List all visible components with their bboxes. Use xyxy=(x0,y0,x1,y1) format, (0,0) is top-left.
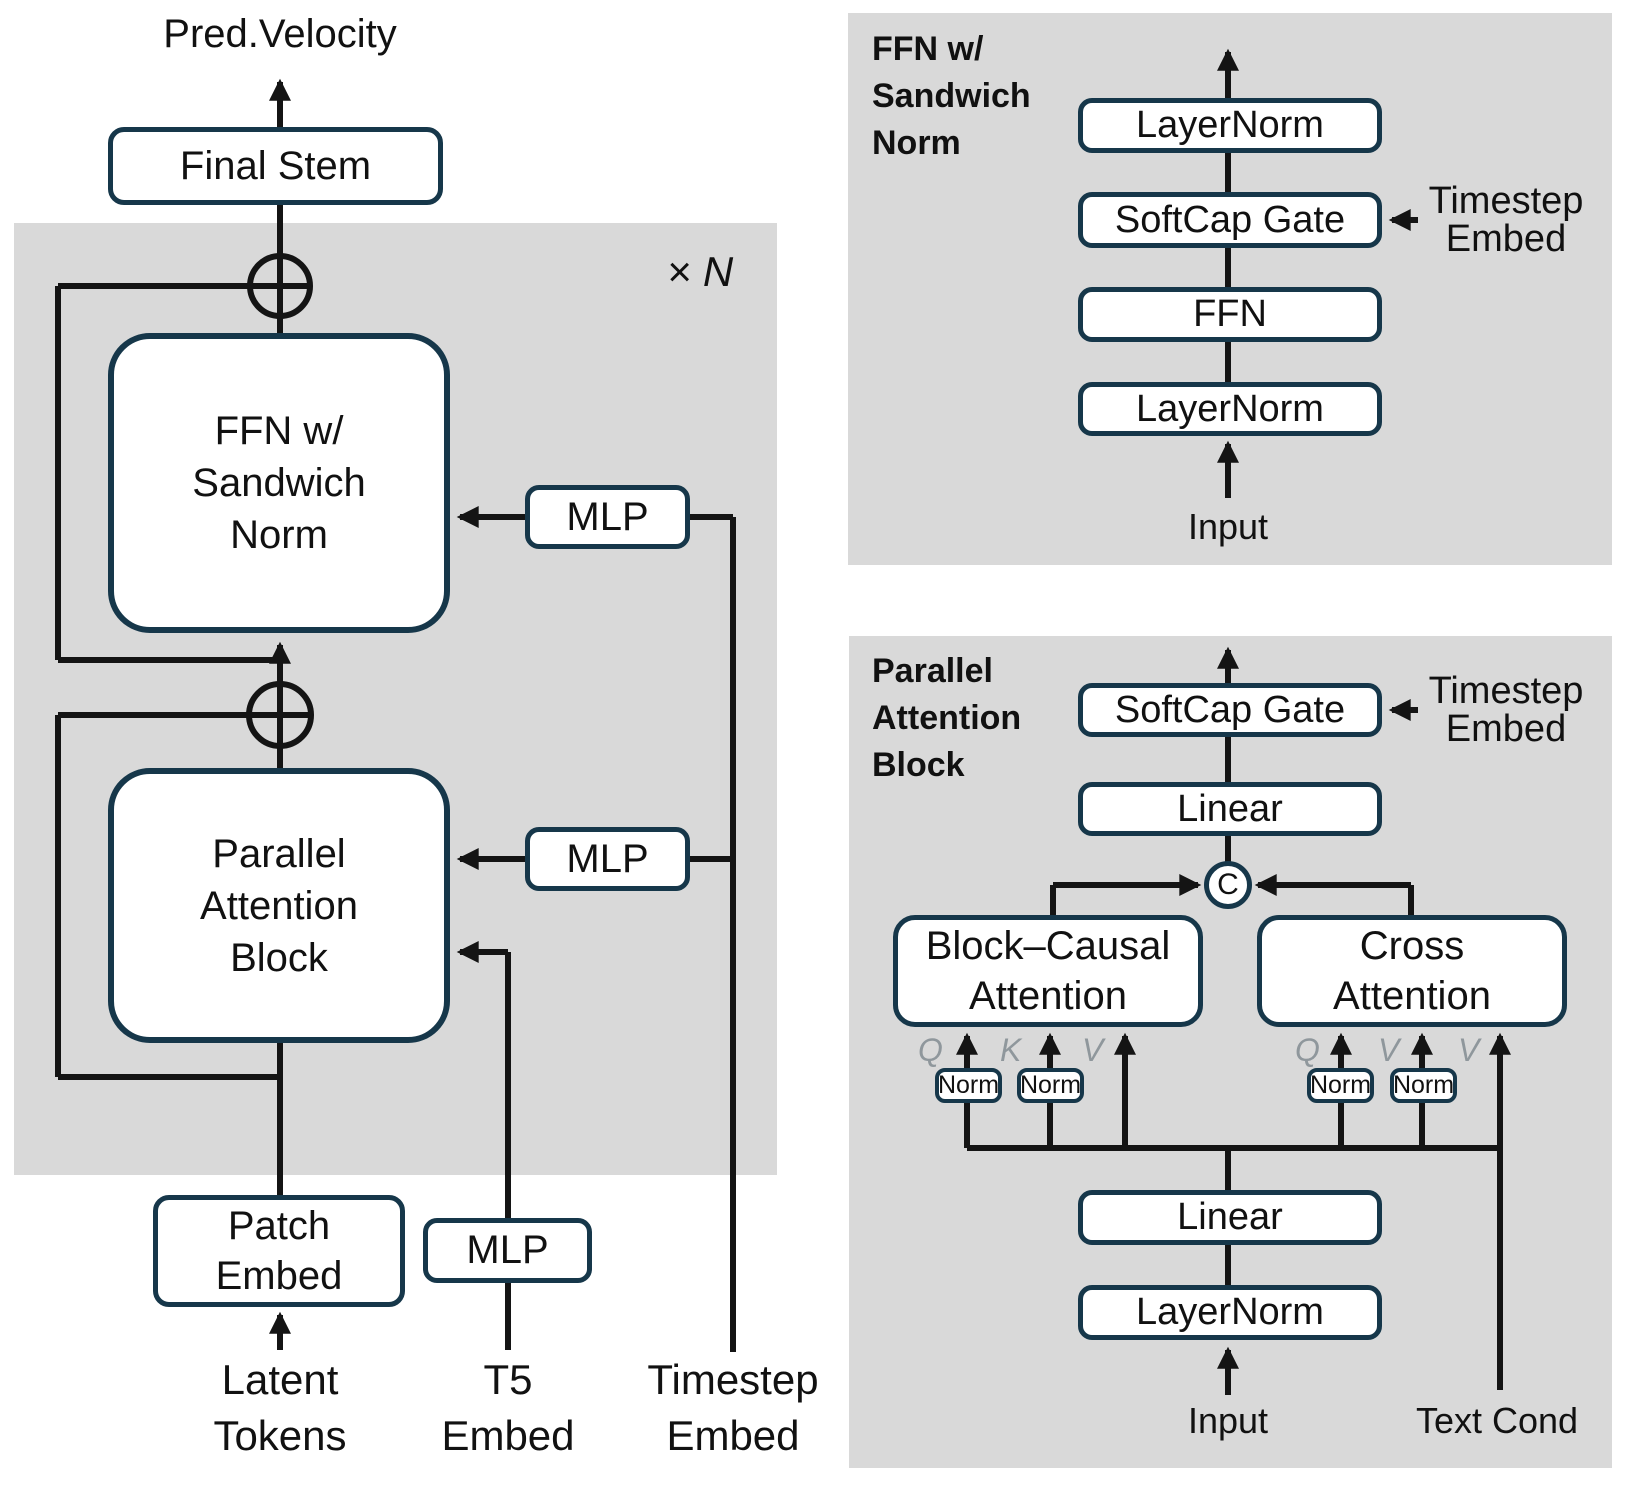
mlp-attn-box: MLP xyxy=(525,827,690,891)
mlp-t5-box: MLP xyxy=(423,1218,592,1283)
ffnp-ffn-box: FFN xyxy=(1078,287,1382,342)
pred-velocity-label: Pred.Velocity xyxy=(163,12,397,56)
concat-node: C xyxy=(1204,861,1252,909)
ffn-sandwich-line: Sandwich xyxy=(192,461,366,505)
ffnp-input-label: Input xyxy=(1187,506,1269,547)
attnp-softcap-gate-box: SoftCap Gate xyxy=(1078,683,1382,737)
parallel-attention-line: Attention xyxy=(200,883,358,928)
cross-k-label: V xyxy=(1378,1032,1400,1068)
t5-embed-label: T5 Embed xyxy=(441,1356,575,1459)
parallel-attention-line: Parallel xyxy=(212,831,346,876)
final-stem-label: Final Stem xyxy=(179,143,372,188)
ffnp-timestep-embed-label: Timestep Embed xyxy=(1428,180,1584,260)
cross-q-label: Q xyxy=(1295,1032,1320,1068)
final-stem-box: Final Stem xyxy=(108,127,443,205)
patch-embed-box: Patch Embed xyxy=(153,1195,405,1307)
concat-label: C xyxy=(1217,867,1239,901)
mlp-ffn-label: MLP xyxy=(566,494,649,539)
sum-node-ffn-icon xyxy=(247,253,313,319)
latent-tokens-label: Latent Tokens xyxy=(213,1356,347,1459)
parallel-attention-line: Block xyxy=(230,935,328,980)
attnp-layernorm-box: LayerNorm xyxy=(1078,1285,1382,1340)
sum-node-attn-icon xyxy=(246,681,314,749)
cross-k-norm-box: Norm xyxy=(1390,1068,1457,1103)
ffnp-softcap-gate-box: SoftCap Gate xyxy=(1078,192,1382,248)
mlp-t5-label: MLP xyxy=(466,1228,549,1273)
cross-v-label: V xyxy=(1458,1032,1480,1068)
attnp-timestep-embed-label: Timestep Embed xyxy=(1428,670,1584,750)
bc-k-norm-box: Norm xyxy=(1017,1068,1084,1103)
ffn-sandwich-line: FFN w/ xyxy=(214,409,344,453)
block-causal-attention-box: Block–Causal Attention xyxy=(893,915,1203,1027)
ffnp-layernorm-top-box: LayerNorm xyxy=(1078,98,1382,153)
cross-q-norm-box: Norm xyxy=(1307,1068,1374,1103)
attnp-linear-bottom-box: Linear xyxy=(1078,1190,1382,1245)
attnp-input-label: Input xyxy=(1187,1400,1269,1441)
bc-k-label: K xyxy=(1000,1032,1022,1068)
bc-v-label: V xyxy=(1082,1032,1104,1068)
patch-embed-line: Patch xyxy=(227,1204,331,1248)
attn-panel-title: Parallel Attention Block xyxy=(872,652,1022,784)
ffn-panel-title: FFN w/ Sandwich Norm xyxy=(872,30,1031,162)
ffnp-layernorm-bottom-box: LayerNorm xyxy=(1078,382,1382,436)
patch-embed-line: Embed xyxy=(215,1254,343,1298)
ffn-sandwich-box: FFN w/ Sandwich Norm xyxy=(108,333,450,633)
mlp-attn-label: MLP xyxy=(566,836,649,881)
parallel-attention-box: Parallel Attention Block xyxy=(108,768,450,1043)
attnp-linear-top-box: Linear xyxy=(1078,782,1382,836)
timestep-embed-label: Timestep Embed xyxy=(647,1356,819,1459)
mlp-ffn-box: MLP xyxy=(525,485,690,549)
ffn-sandwich-line: Norm xyxy=(230,513,328,557)
cross-attention-box: Cross Attention xyxy=(1257,915,1567,1027)
attnp-text-cond-label: Text Cond xyxy=(1415,1400,1579,1441)
bc-q-norm-box: Norm xyxy=(935,1068,1002,1103)
bc-q-label: Q xyxy=(918,1032,943,1068)
repeat-n-label: × N xyxy=(666,248,734,295)
